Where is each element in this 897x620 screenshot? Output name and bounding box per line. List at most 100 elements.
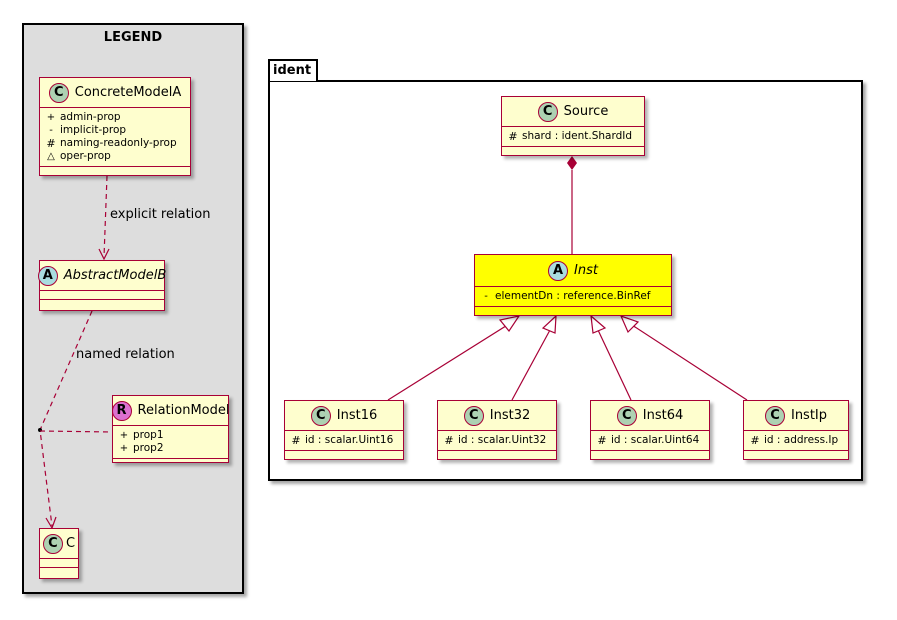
public-visibility-icon: + — [46, 111, 56, 123]
attribute-row: # id : scalar.Uint16 — [291, 434, 397, 447]
protected-visibility-icon: # — [597, 433, 607, 447]
class-attributes — [40, 291, 164, 299]
inherit-edge-inst64 — [597, 329, 632, 401]
class-c-badge-icon: C — [764, 405, 785, 426]
class-method-separator — [591, 450, 709, 457]
class-header: A Inst — [475, 255, 671, 287]
attribute-row: # shard : ident.ShardId — [508, 130, 638, 143]
class-header: C Source — [502, 97, 644, 127]
attribute-text: id : scalar.Uint16 — [305, 434, 394, 446]
class-name: Source — [563, 104, 609, 119]
private-visibility-icon: - — [49, 124, 53, 136]
class-c-badge-icon: C — [463, 405, 484, 426]
class-name: RelationModel — [137, 403, 230, 418]
attribute-row: + prop2 — [119, 442, 222, 455]
class-attributes: + prop1 + prop2 — [113, 426, 228, 458]
class-header: C C — [40, 529, 78, 559]
inherit-edge-inst16 — [387, 323, 510, 401]
protected-visibility-icon: # — [750, 433, 760, 447]
class-attributes: # id : scalar.Uint16 — [285, 431, 403, 450]
attribute-text: id : address.Ip — [764, 434, 839, 446]
named-relation-edge — [39, 310, 93, 527]
class-c-badge-icon: C — [537, 101, 558, 122]
public-visibility-icon: + — [119, 442, 129, 454]
inherit-arrow-inst16 — [498, 315, 521, 333]
attribute-text: prop1 — [133, 429, 164, 441]
class-c-badge-icon: C — [48, 82, 69, 103]
attribute-text: admin-prop — [60, 111, 121, 123]
attribute-text: id : scalar.Uint64 — [611, 434, 700, 446]
class-header: C Inst32 — [438, 401, 556, 431]
class-inst64[interactable]: C Inst64 # id : scalar.Uint64 — [590, 400, 710, 460]
class-a-badge-icon: A — [548, 260, 569, 281]
class-name: InstIp — [790, 408, 828, 423]
class-attributes: # shard : ident.ShardId — [502, 127, 644, 146]
attribute-row: # naming-readonly-prop — [46, 137, 184, 150]
class-relation-model[interactable]: R RelationModel + prop1 + prop2 — [111, 395, 230, 465]
class-attributes: + admin-prop - implicit-prop # naming-re… — [40, 108, 190, 166]
class-name: Inst16 — [336, 408, 378, 423]
attribute-text: shard : ident.ShardId — [522, 130, 633, 142]
class-header: C InstIp — [744, 401, 848, 431]
package-visibility-icon: △ — [47, 150, 55, 162]
class-inst[interactable]: A Inst - elementDn : reference.BinRef — [474, 254, 672, 316]
class-method-separator — [438, 450, 556, 457]
attribute-text: oper-prop — [60, 150, 111, 162]
attribute-text: implicit-prop — [60, 124, 127, 136]
class-a-badge-icon: A — [37, 265, 58, 286]
protected-visibility-icon: # — [508, 129, 518, 143]
class-header: C ConcreteModelA — [40, 78, 190, 108]
class-header: A AbstractModelB — [37, 261, 167, 291]
class-name: Inst32 — [489, 408, 531, 423]
class-method-separator — [113, 458, 228, 465]
attribute-text: naming-readonly-prop — [60, 137, 177, 149]
class-inst16[interactable]: C Inst16 # id : scalar.Uint16 — [284, 400, 404, 460]
attribute-row: # id : scalar.Uint32 — [444, 434, 550, 447]
private-visibility-icon: - — [484, 290, 488, 302]
class-name: Inst — [574, 263, 598, 278]
composition-diamond — [567, 156, 577, 170]
class-method-separator — [285, 450, 403, 457]
class-header: R RelationModel — [111, 396, 230, 426]
relation-model-link — [39, 430, 113, 433]
attribute-text: prop2 — [133, 442, 164, 454]
inherit-edge-instip — [631, 324, 748, 401]
attribute-row: △ oper-prop — [46, 150, 184, 163]
class-abstract-model-b[interactable]: A AbstractModelB — [37, 260, 167, 311]
inherit-arrow-inst32 — [541, 314, 557, 334]
class-inst32[interactable]: C Inst32 # id : scalar.Uint32 — [437, 400, 557, 460]
class-header: C Inst16 — [285, 401, 403, 431]
class-name: Inst64 — [642, 408, 684, 423]
package-tab: ident — [268, 59, 318, 81]
class-source[interactable]: C Source # shard : ident.ShardId — [501, 96, 645, 156]
attribute-row: + admin-prop — [46, 111, 184, 124]
class-c-badge-icon: C — [310, 405, 331, 426]
class-c-badge-icon: C — [42, 533, 63, 554]
attribute-row: # id : address.Ip — [750, 434, 842, 447]
class-attributes: # id : address.Ip — [744, 431, 848, 450]
attribute-text: id : scalar.Uint32 — [458, 434, 547, 446]
class-method-separator — [744, 450, 848, 457]
attribute-row: - implicit-prop — [46, 124, 184, 137]
class-attributes: - elementDn : reference.BinRef — [475, 287, 671, 306]
protected-visibility-icon: # — [291, 433, 301, 447]
protected-visibility-icon: # — [46, 136, 56, 150]
class-c[interactable]: C C — [39, 528, 79, 579]
inherit-edge-inst32 — [511, 329, 551, 401]
attribute-text: elementDn : reference.BinRef — [495, 290, 651, 302]
class-attributes: # id : scalar.Uint64 — [591, 431, 709, 450]
class-concrete-model-a[interactable]: C ConcreteModelA + admin-prop - implicit… — [39, 77, 191, 176]
class-method-separator — [502, 146, 644, 153]
attribute-row: # id : scalar.Uint64 — [597, 434, 703, 447]
explicit-relation-label: explicit relation — [110, 207, 211, 222]
inherit-arrow-inst64 — [590, 314, 607, 334]
class-method-separator — [40, 166, 190, 175]
inherit-arrow-instip — [619, 314, 640, 334]
class-method-separator — [40, 299, 164, 308]
class-instip[interactable]: C InstIp # id : address.Ip — [743, 400, 849, 460]
class-name: AbstractModelB — [63, 268, 167, 283]
class-method-separator — [40, 567, 78, 576]
class-name: C — [65, 536, 76, 551]
class-attributes: # id : scalar.Uint32 — [438, 431, 556, 450]
